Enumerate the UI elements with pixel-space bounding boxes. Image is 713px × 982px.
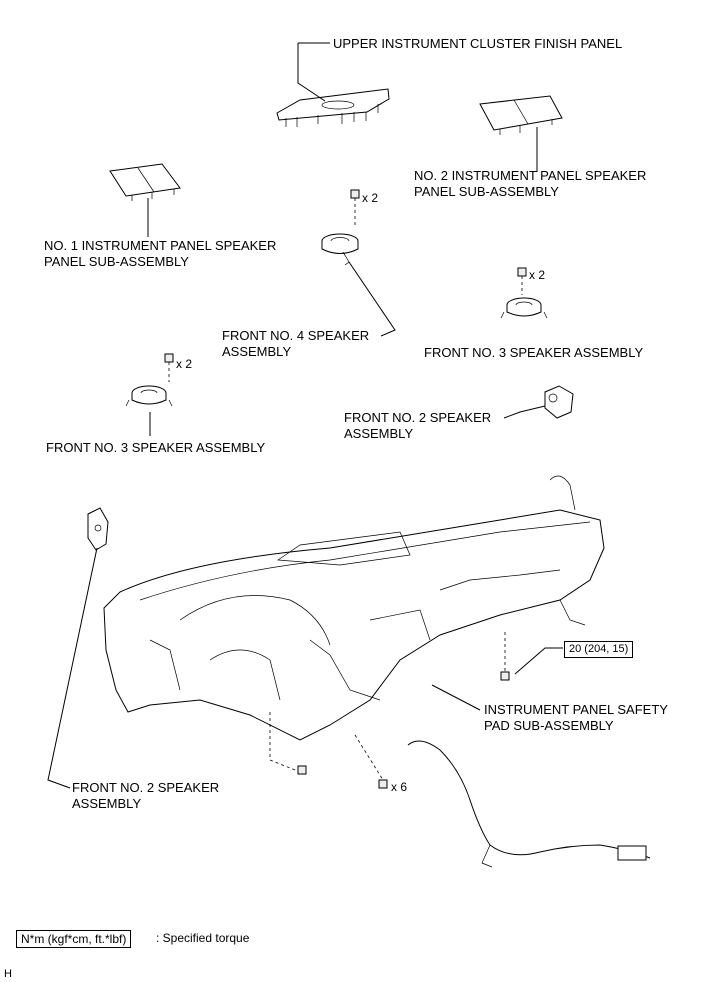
no1-speaker-panel-part: [109, 163, 181, 201]
label-front-no2-speaker-upper-line2: ASSEMBLY: [344, 426, 414, 441]
torque-bolt: [500, 671, 510, 681]
label-front-no2-speaker-lower-line2: ASSEMBLY: [72, 796, 142, 811]
no2-lower-leader: [47, 547, 98, 789]
label-front-no3-speaker-right: FRONT NO. 3 SPEAKER ASSEMBLY: [424, 345, 644, 360]
wire-harness-part: [407, 740, 651, 868]
no2-upper-leader: [503, 405, 546, 419]
label-front-no4-speaker-line1: FRONT NO. 4 SPEAKER: [222, 328, 370, 343]
torque-leader: [514, 647, 563, 675]
torque-spec-box: 20 (204, 15): [564, 641, 634, 658]
no4-speaker-leader: [348, 261, 396, 337]
qty-no4-screws: x 2: [362, 191, 379, 205]
corner-mark: H: [4, 968, 12, 980]
qty-no3-right-screws: x 2: [529, 268, 546, 282]
no2-speaker-panel-part: [479, 95, 563, 135]
front-no3-speaker-right-part: [500, 267, 548, 319]
label-upper-cluster-panel: UPPER INSTRUMENT CLUSTER FINISH PANEL: [333, 36, 623, 51]
label-no1-speaker-panel-line1: NO. 1 INSTRUMENT PANEL SPEAKER: [44, 238, 277, 253]
front-no4-speaker-part: [321, 189, 360, 266]
bolt-guide-left-2: [269, 759, 301, 773]
qty-no3-left-screws: x 2: [176, 357, 193, 371]
label-no1-speaker-panel-line2: PANEL SUB-ASSEMBLY: [44, 254, 189, 269]
qty-bolts: x 6: [391, 780, 408, 794]
safety-pad-leader: [431, 684, 481, 711]
front-no3-speaker-left-part: [125, 353, 174, 407]
legend-torque-unit-box: N*m (kgf*cm, ft.*lbf): [16, 930, 132, 948]
label-front-no2-speaker-upper-line1: FRONT NO. 2 SPEAKER: [344, 410, 492, 425]
front-no2-speaker-lower-part: [87, 507, 109, 551]
label-no2-speaker-panel-line1: NO. 2 INSTRUMENT PANEL SPEAKER: [414, 168, 647, 183]
legend-torque-desc: : Specified torque: [156, 931, 250, 945]
label-no2-speaker-panel-line2: PANEL SUB-ASSEMBLY: [414, 184, 559, 199]
label-safety-pad-line1: INSTRUMENT PANEL SAFETY: [484, 702, 668, 717]
label-front-no2-speaker-lower-line1: FRONT NO. 2 SPEAKER: [72, 780, 220, 795]
bolt-left: [297, 765, 307, 775]
label-safety-pad-line2: PAD SUB-ASSEMBLY: [484, 718, 614, 733]
instrument-panel-safety-pad-part: [103, 475, 605, 741]
label-front-no4-speaker-line2: ASSEMBLY: [222, 344, 292, 359]
bolt-right: [378, 779, 388, 789]
front-no2-speaker-upper-part: [544, 385, 574, 419]
upper-cluster-leader: [297, 43, 326, 102]
upper-cluster-finish-panel-part: [276, 88, 390, 127]
bolt-guide-right: [354, 734, 384, 781]
label-front-no3-speaker-left: FRONT NO. 3 SPEAKER ASSEMBLY: [46, 440, 266, 455]
